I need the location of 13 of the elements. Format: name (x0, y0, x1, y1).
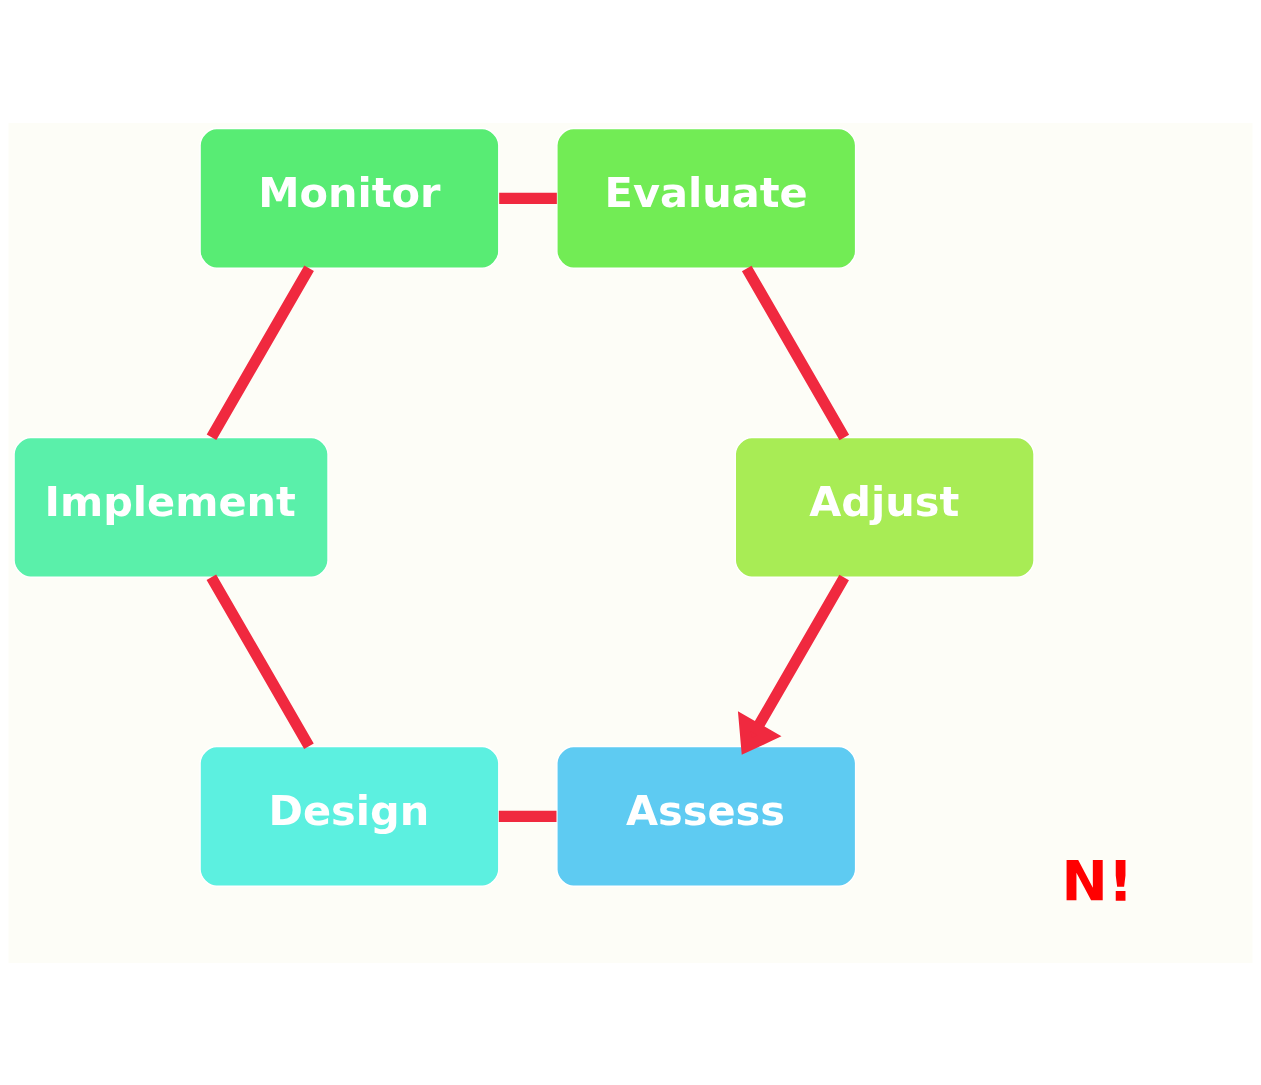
node-box: Design (199, 745, 500, 887)
node-box: Monitor (199, 127, 500, 269)
node-box: Assess (556, 745, 857, 887)
connector (499, 192, 557, 204)
connector (206, 573, 314, 749)
node-box: Evaluate (556, 127, 857, 269)
node-box: Implement (13, 436, 329, 578)
node-box: Adjust (734, 436, 1035, 578)
connector (498, 810, 557, 822)
connector (741, 265, 850, 440)
label: N! (1061, 848, 1134, 913)
connector (206, 264, 314, 440)
arrow (737, 574, 849, 755)
